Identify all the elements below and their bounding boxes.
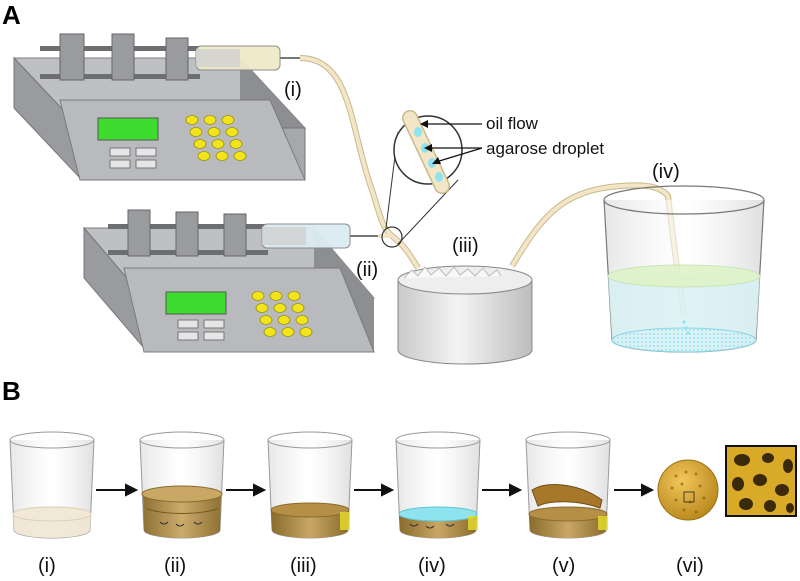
step-6-zoom-inset [725,445,797,517]
cooling-bath [397,265,533,365]
step-1-beaker [9,431,95,539]
label-pump-1: (i) [284,79,302,101]
step-label-3: (iii) [290,555,317,577]
pump-1-keypad [185,115,247,161]
oil-flow-label: oil flow [486,114,539,133]
agarose-droplet-label: agarose droplet [486,139,604,158]
pump-2-keypad [251,291,313,337]
step-6-scaffold-sphere [657,459,719,521]
collection-beaker [603,185,765,353]
panel-b-letter: B [2,376,21,406]
droplet-arrow-2 [435,147,483,163]
junction-circle [381,226,403,248]
syringe-pump-2 [82,209,378,353]
step-label-5: (v) [552,555,575,577]
step-4-beaker [395,431,481,539]
pump-2-screen [165,291,227,315]
label-beaker: (iv) [652,161,680,183]
magnified-tube-inset [393,110,463,194]
step-arrows [96,483,655,497]
step-label-4: (iv) [418,555,446,577]
step-5-beaker [525,431,611,539]
step-label-2: (ii) [164,555,186,577]
step-3-beaker [267,431,353,539]
step-2-beaker [139,431,225,539]
step-label-6: (vi) [676,555,704,577]
syringe-pump-1 [12,33,307,181]
label-bath: (iii) [452,235,479,257]
label-pump-2: (ii) [356,259,378,281]
panel-a-letter: A [2,0,21,30]
pump-1-screen [97,117,159,141]
step-label-1: (i) [38,555,56,577]
